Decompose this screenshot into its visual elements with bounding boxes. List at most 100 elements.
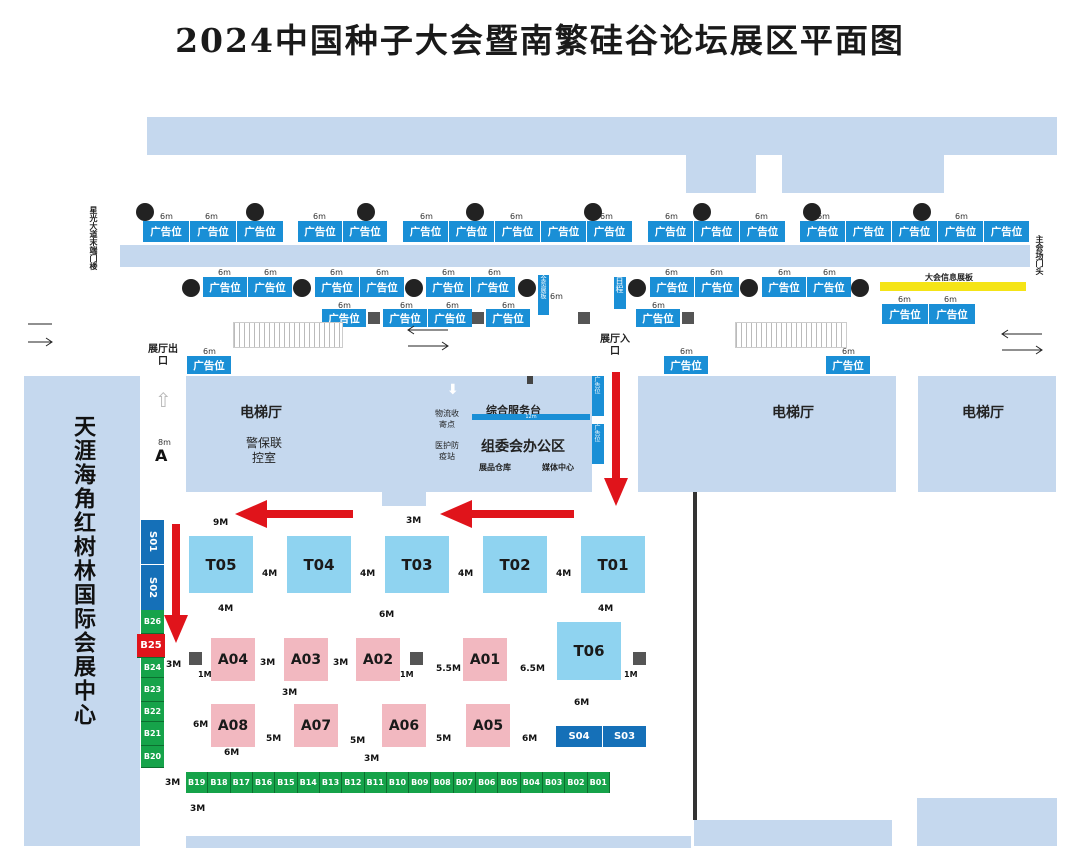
six-m-label: 6m (680, 347, 693, 356)
central-hall-block (186, 376, 592, 492)
booth-b13[interactable]: B13 (319, 772, 343, 793)
six-m-label: 6m (502, 301, 515, 310)
column (357, 203, 375, 221)
organizer-office-label: 组委会办公区 (481, 439, 565, 455)
booth-b01[interactable]: B01 (587, 772, 610, 793)
ad-slot: 广告位 (471, 277, 516, 297)
ad-group-4: 广告位 广告位 广告位 (648, 221, 786, 242)
booth-b19[interactable]: B19 (186, 772, 209, 793)
ad-strip (120, 245, 1030, 267)
gap-3m: 3M (190, 804, 206, 814)
booth-b02[interactable]: B02 (565, 772, 588, 793)
side-ad-label: 广告位 (593, 424, 600, 442)
booth-s03[interactable]: S03 (602, 726, 646, 747)
column (136, 203, 154, 221)
booth-a02[interactable]: A02 (356, 638, 400, 681)
plan-title: 2024中国种子大会暨南繁硅谷论坛展区平面图 (175, 21, 905, 60)
ad-slot: 广告位 (298, 221, 343, 242)
six-m-label: 6m (510, 212, 523, 221)
booth-s01[interactable]: S01 (141, 520, 164, 564)
booth-b23[interactable]: B23 (141, 678, 164, 702)
booth-b08[interactable]: B08 (431, 772, 454, 793)
booth-b06[interactable]: B06 (476, 772, 499, 793)
gap-3m: 3M (166, 660, 182, 670)
schedule-board: 日程 (614, 277, 626, 309)
walk-arrow-icon (407, 325, 448, 335)
arrow2-head (440, 500, 472, 528)
booth-t06[interactable]: T06 (557, 622, 621, 680)
booth-a07[interactable]: A07 (294, 704, 338, 747)
booth-b16[interactable]: B16 (252, 772, 276, 793)
booth-b11[interactable]: B11 (364, 772, 387, 793)
booth-s02[interactable]: S02 (141, 564, 164, 610)
booth-a05[interactable]: A05 (466, 704, 510, 747)
booth-b17[interactable]: B17 (230, 772, 253, 793)
six-m-label: 6m (446, 301, 459, 310)
down-arrow-icon: ⬇ (447, 382, 459, 398)
booth-a04[interactable]: A04 (211, 638, 255, 681)
six-m-label: 6m (898, 295, 911, 304)
gap-5m: 5M (266, 734, 282, 744)
walk-arrow-icon (1002, 345, 1043, 355)
entry-arrow-shaft (612, 372, 620, 482)
ad-slot: 广告位 (826, 356, 871, 374)
booth-b25[interactable]: B25 (137, 634, 165, 658)
gap-3m: 3M (364, 754, 380, 764)
ad-slot: 广告位 (426, 277, 471, 297)
ad-slot: 广告位 (650, 277, 695, 297)
six-m-label: 6m (313, 212, 326, 221)
booth-b10[interactable]: B10 (386, 772, 410, 793)
ad-slot: 广告位 (984, 221, 1030, 242)
booth-b07[interactable]: B07 (453, 772, 477, 793)
booth-b20[interactable]: B20 (141, 746, 164, 768)
ad-slot: 广告位 (237, 221, 284, 242)
booth-t05[interactable]: T05 (189, 536, 253, 593)
service-desk-label: 综合服务台 (486, 404, 541, 417)
booth-t04[interactable]: T04 (287, 536, 351, 593)
ad-slot: 广告位 (648, 221, 694, 242)
left-arrow-icon (28, 337, 53, 347)
booth-b04[interactable]: B04 (520, 772, 543, 793)
booth-b24[interactable]: B24 (141, 658, 164, 678)
column (405, 279, 423, 297)
booth-b05[interactable]: B05 (498, 772, 521, 793)
gap-1m: 1M (198, 670, 212, 679)
booth-b09[interactable]: B09 (409, 772, 432, 793)
arrow2-shaft (470, 510, 574, 518)
booth-b21[interactable]: B21 (141, 722, 164, 746)
ad-slot: 广告位 (343, 221, 388, 242)
gate-a-label: A (155, 446, 168, 465)
booth-b14[interactable]: B14 (297, 772, 320, 793)
ad-slot: 广告位 (587, 221, 633, 242)
booth-s04[interactable]: S04 (556, 726, 602, 747)
booth-b18[interactable]: B18 (208, 772, 231, 793)
booth-b26[interactable]: B26 (141, 610, 164, 634)
pillar (189, 652, 202, 665)
entry-arrow-head (604, 478, 628, 506)
ad-slot: 广告位 (541, 221, 587, 242)
ad-slot: 广告位 (929, 304, 976, 324)
booth-a06[interactable]: A06 (382, 704, 426, 747)
booth-t03[interactable]: T03 (385, 536, 449, 593)
ad-slot: 广告位 (315, 277, 360, 297)
booth-t02[interactable]: T02 (483, 536, 547, 593)
booth-b03[interactable]: B03 (543, 772, 566, 793)
six-m-label: 6m (442, 268, 455, 277)
booth-t01[interactable]: T01 (581, 536, 645, 593)
hall-entry-label: 展厅入口 (600, 334, 630, 357)
booth-a08[interactable]: A08 (211, 704, 255, 747)
booth-b15[interactable]: B15 (275, 772, 298, 793)
service-desk-bar: 12m (472, 414, 590, 420)
booth-a03[interactable]: A03 (284, 638, 328, 681)
wall-line (693, 492, 697, 820)
booth-b22[interactable]: B22 (141, 702, 164, 722)
six-m-label: 6m (665, 212, 678, 221)
ad-group-7: 广告位 广告位 (315, 277, 405, 297)
gap-6m: 6M (522, 734, 538, 744)
pillar (633, 652, 646, 665)
bottom-strip (186, 836, 691, 848)
booth-b12[interactable]: B12 (342, 772, 365, 793)
column (740, 279, 758, 297)
booth-a01[interactable]: A01 (463, 638, 507, 681)
